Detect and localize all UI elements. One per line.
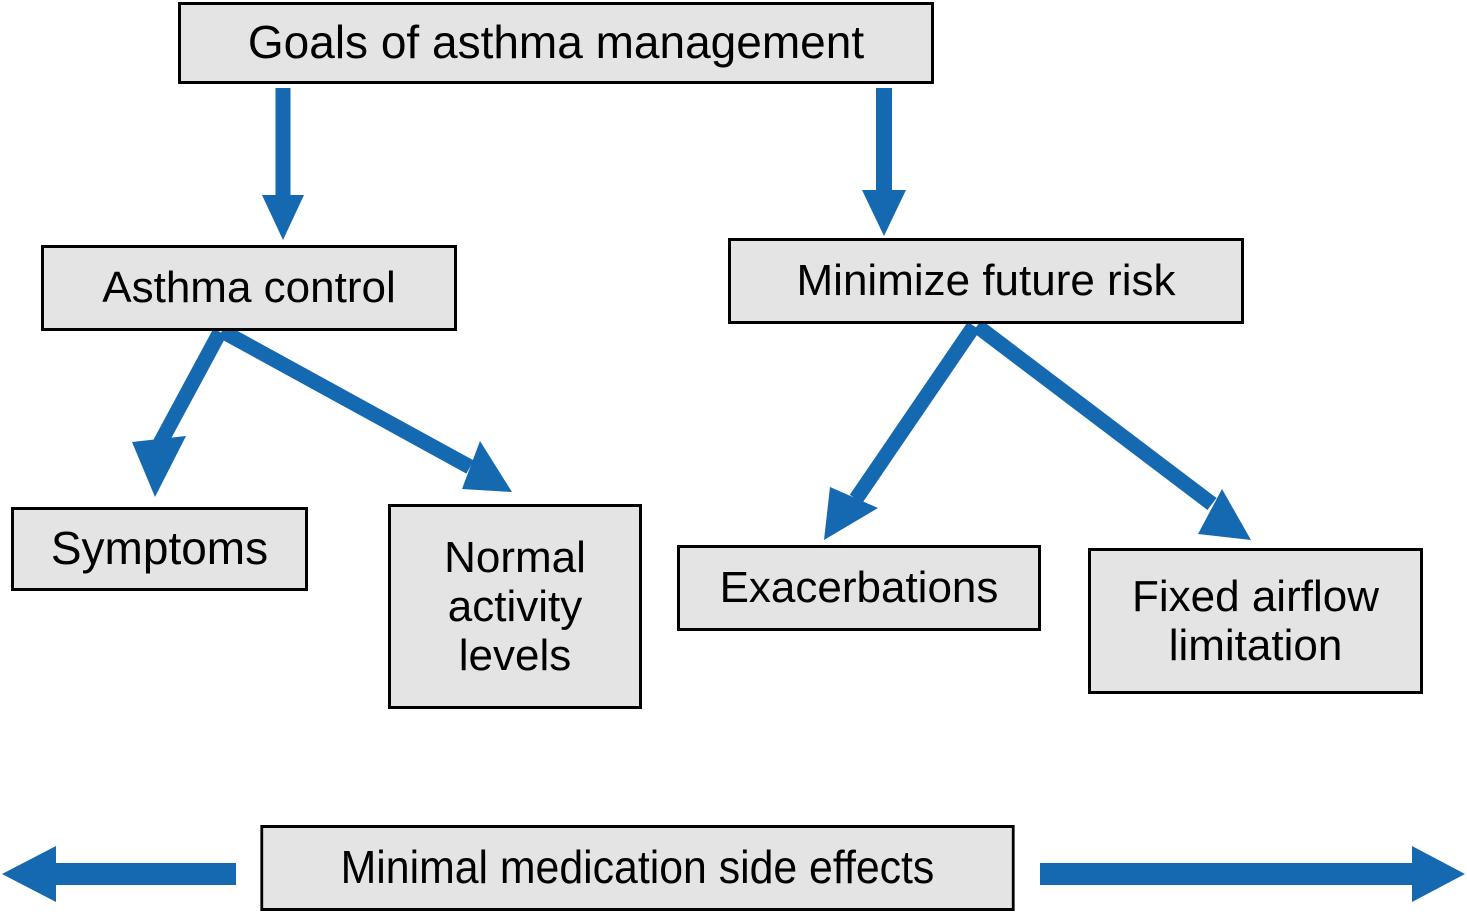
edge-root-to-minimize-risk xyxy=(862,88,906,236)
node-label: Minimize future risk xyxy=(796,256,1176,306)
node-symptoms[interactable]: Symptoms xyxy=(11,507,308,591)
node-label: Minimal medication side effects xyxy=(340,841,935,894)
node-fixed-airflow-limitation[interactable]: Fixed airflow limitation xyxy=(1088,548,1423,694)
edge-side-effects-left-arrow xyxy=(2,846,236,902)
node-label: Symptoms xyxy=(50,522,269,575)
edge-asthma-control-to-symptoms xyxy=(132,328,227,497)
node-label: Asthma control xyxy=(102,263,396,313)
edge-minimize-risk-to-fixed-airflow xyxy=(972,320,1251,540)
node-label: Goals of asthma management xyxy=(247,16,865,69)
node-goals-of-asthma-management[interactable]: Goals of asthma management xyxy=(178,2,934,84)
node-normal-activity-levels[interactable]: Normal activity levels xyxy=(388,504,642,709)
node-label: Normal activity levels xyxy=(444,532,586,681)
node-label: Fixed airflow limitation xyxy=(1132,571,1379,670)
node-exacerbations[interactable]: Exacerbations xyxy=(677,545,1041,631)
node-minimal-medication-side-effects[interactable]: Minimal medication side effects xyxy=(260,825,1015,911)
edge-side-effects-right-arrow xyxy=(1040,846,1465,902)
node-label: Exacerbations xyxy=(719,563,999,613)
node-minimize-future-risk[interactable]: Minimize future risk xyxy=(728,238,1244,324)
node-asthma-control[interactable]: Asthma control xyxy=(41,245,457,331)
edge-minimize-risk-to-exacerbations xyxy=(824,321,981,540)
edge-root-to-asthma-control xyxy=(262,88,304,240)
edge-asthma-control-to-normal-activity xyxy=(218,324,512,492)
